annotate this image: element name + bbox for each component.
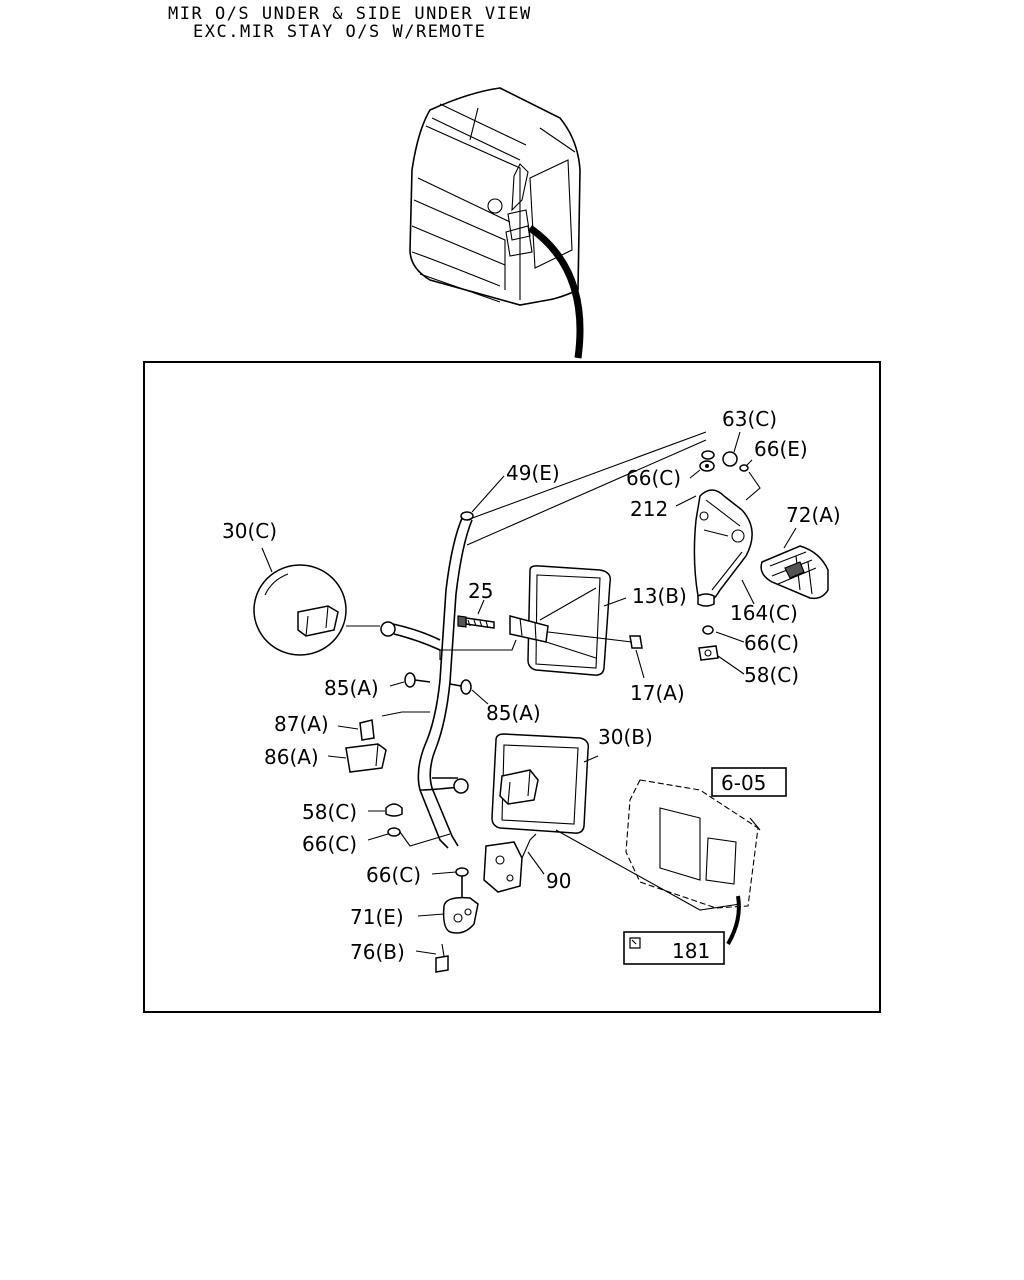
callout-72A: 72(A) [786,503,841,527]
callout-181: 181 [672,939,710,963]
callout-76B: 76(B) [350,940,405,964]
callout-49E: 49(E) [506,461,560,485]
right-fasteners [698,625,719,661]
callout-66C: 66(C) [626,466,681,490]
reference-box-181 [623,931,725,965]
callout-30C: 30(C) [222,519,277,543]
reference-box-6-05 [711,767,787,797]
mount-bracket-90 [483,833,537,893]
callout-87A: 87(A) [274,712,329,736]
callout-66C: 66(C) [744,631,799,655]
callout-164C: 164(C) [730,601,798,625]
side-lamp-72A [760,545,829,600]
callout-66C: 66(C) [366,863,421,887]
reference-symbol-icon [629,937,641,949]
callout-25: 25 [468,579,493,603]
callout-90: 90 [546,869,571,893]
callout-85A: 85(A) [486,701,541,725]
callout-66E: 66(E) [754,437,808,461]
callout-30B: 30(B) [598,725,653,749]
diagram-title-line-2: EXC.MIR STAY O/S W/REMOTE [193,22,487,42]
door-panel [555,779,761,946]
lower-fasteners [385,803,469,905]
callout-71E: 71(E) [350,905,404,929]
square-mirror-30B [491,733,590,834]
square-mirror-13B [439,565,643,676]
callout-58C: 58(C) [744,663,799,687]
diagram-title-line-1: MIR O/S UNDER & SIDE UNDER VIEW [168,4,532,24]
callout-6-05: 6-05 [721,771,766,795]
mirror-stay-tube [380,431,707,849]
callout-66C: 66(C) [302,832,357,856]
callout-58C: 58(C) [302,800,357,824]
callout-212: 212 [630,497,668,521]
callout-13B: 13(B) [632,584,687,608]
detail-view-frame [143,361,881,1013]
mirror-bracket-212 [693,450,761,607]
truck-cab-illustration [409,87,584,359]
stay-bracket-71E [435,896,479,973]
leader-lines [261,431,797,955]
callout-85A: 85(A) [324,676,379,700]
callout-17A: 17(A) [630,681,685,705]
callout-86A: 86(A) [264,745,319,769]
caps-87A-86A [345,711,430,773]
round-mirror-30C [253,564,380,656]
clips-85A [404,672,472,695]
callout-63C: 63(C) [722,407,777,431]
